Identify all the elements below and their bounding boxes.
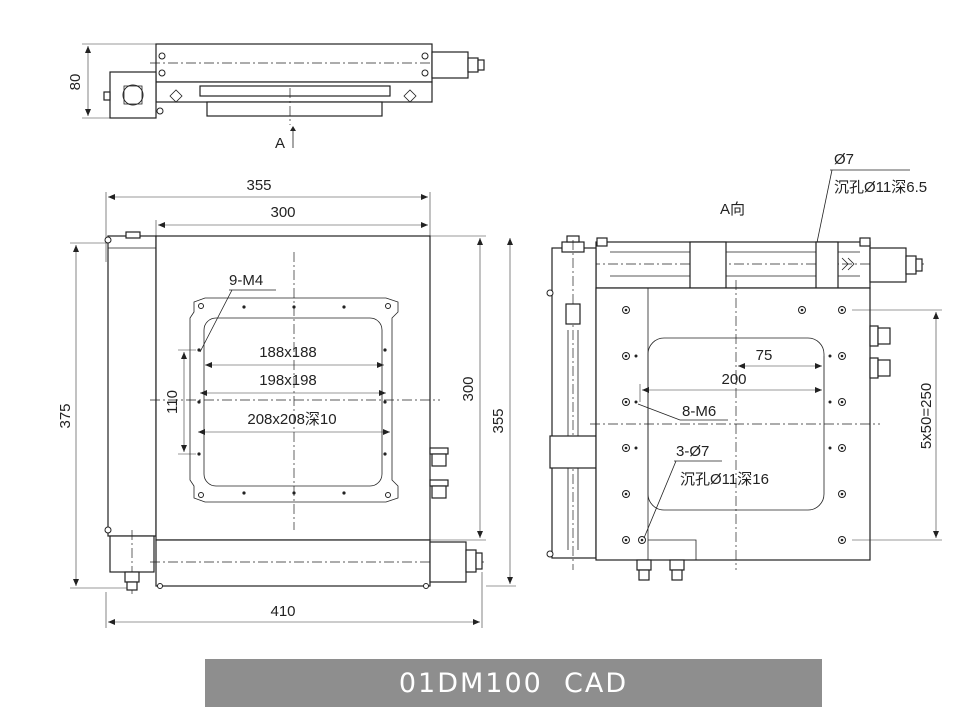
front-dim-9m4: 9-M4 bbox=[229, 272, 263, 289]
front-dim-355-top: 355 bbox=[246, 177, 271, 194]
view-arrow-label: A bbox=[275, 135, 285, 152]
front-dim-375: 375 bbox=[57, 403, 74, 428]
front-left-slide bbox=[107, 235, 157, 537]
side-left-rail bbox=[551, 247, 597, 559]
top-micrometer bbox=[431, 51, 469, 79]
front-dim-300-right: 300 bbox=[460, 376, 477, 401]
side-view-title: A向 bbox=[720, 201, 745, 218]
side-dim-pitch: 5x50=250 bbox=[918, 383, 935, 449]
top-height-dim: 80 bbox=[67, 74, 84, 91]
front-dim-208: 208x208深10 bbox=[247, 411, 336, 428]
front-dim-300-top: 300 bbox=[270, 204, 295, 221]
front-dim-355-right: 355 bbox=[490, 408, 507, 433]
front-dim-110: 110 bbox=[164, 390, 181, 414]
side-dim-counterbore-2: 沉孔Ø11深16 bbox=[680, 471, 769, 488]
caption-bar: 01DM100 CAD bbox=[205, 659, 822, 707]
front-view: 355 300 375 410 300 355 bbox=[57, 177, 516, 628]
side-dim-8m6: 8-M6 bbox=[682, 403, 716, 420]
side-dim-200: 200 bbox=[721, 371, 746, 388]
front-dim-198: 198x198 bbox=[259, 372, 317, 389]
side-dim-counterbore-1: 沉孔Ø11深6.5 bbox=[834, 179, 927, 196]
front-dim-188: 188x188 bbox=[259, 344, 317, 361]
top-view: 80 A bbox=[67, 43, 485, 152]
front-dim-410: 410 bbox=[270, 603, 295, 620]
side-hole-grid bbox=[622, 306, 846, 544]
side-dim-75: 75 bbox=[756, 347, 773, 364]
side-view: A向 Ø7 沉孔Ø11深6.5 bbox=[546, 151, 942, 581]
side-dim-hole: Ø7 bbox=[834, 151, 854, 168]
side-dim-3phi7: 3-Ø7 bbox=[676, 443, 709, 460]
front-main-plate bbox=[155, 235, 431, 541]
front-bottom-rail bbox=[155, 539, 431, 587]
front-opening-frame bbox=[189, 297, 399, 503]
drawing-caption: 01DM100 CAD bbox=[398, 667, 629, 699]
